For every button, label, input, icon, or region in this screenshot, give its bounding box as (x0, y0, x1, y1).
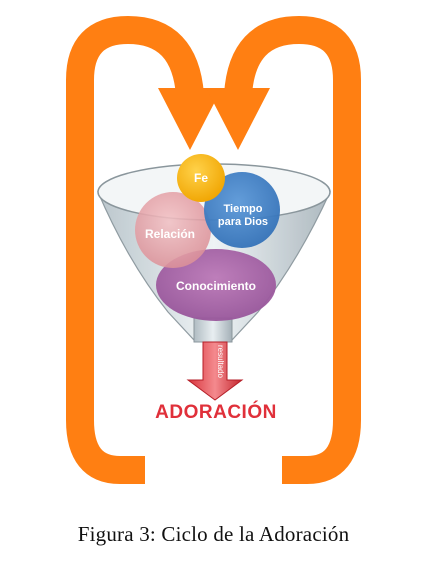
node-conocimiento-label: Conocimiento (176, 279, 256, 293)
worship-cycle-diagram: Conocimiento Relación Tiempo para Dios F… (66, 16, 361, 484)
result-label-adoracion: ADORACIÓN (155, 401, 277, 423)
node-conocimiento: Conocimiento (156, 249, 276, 321)
result-arrow: resultado (186, 341, 244, 401)
node-tiempo-para-dios: Tiempo para Dios (204, 172, 280, 248)
left-arrow-head (158, 88, 222, 150)
result-arrow-label: resultado (216, 345, 225, 378)
right-arrow-head (206, 88, 270, 150)
left-cycle-loop (66, 16, 222, 484)
right-cycle-loop (206, 16, 361, 484)
figure-caption: Figura 3: Ciclo de la Adoración (77, 522, 350, 546)
node-fe-label: Fe (194, 171, 208, 185)
node-relacion-label: Relación (145, 227, 195, 241)
node-tiempo-label-line1: Tiempo (224, 203, 263, 215)
node-fe: Fe (177, 154, 225, 202)
node-relacion: Relación (135, 192, 211, 268)
node-tiempo-label-line2: para Dios (218, 216, 268, 228)
